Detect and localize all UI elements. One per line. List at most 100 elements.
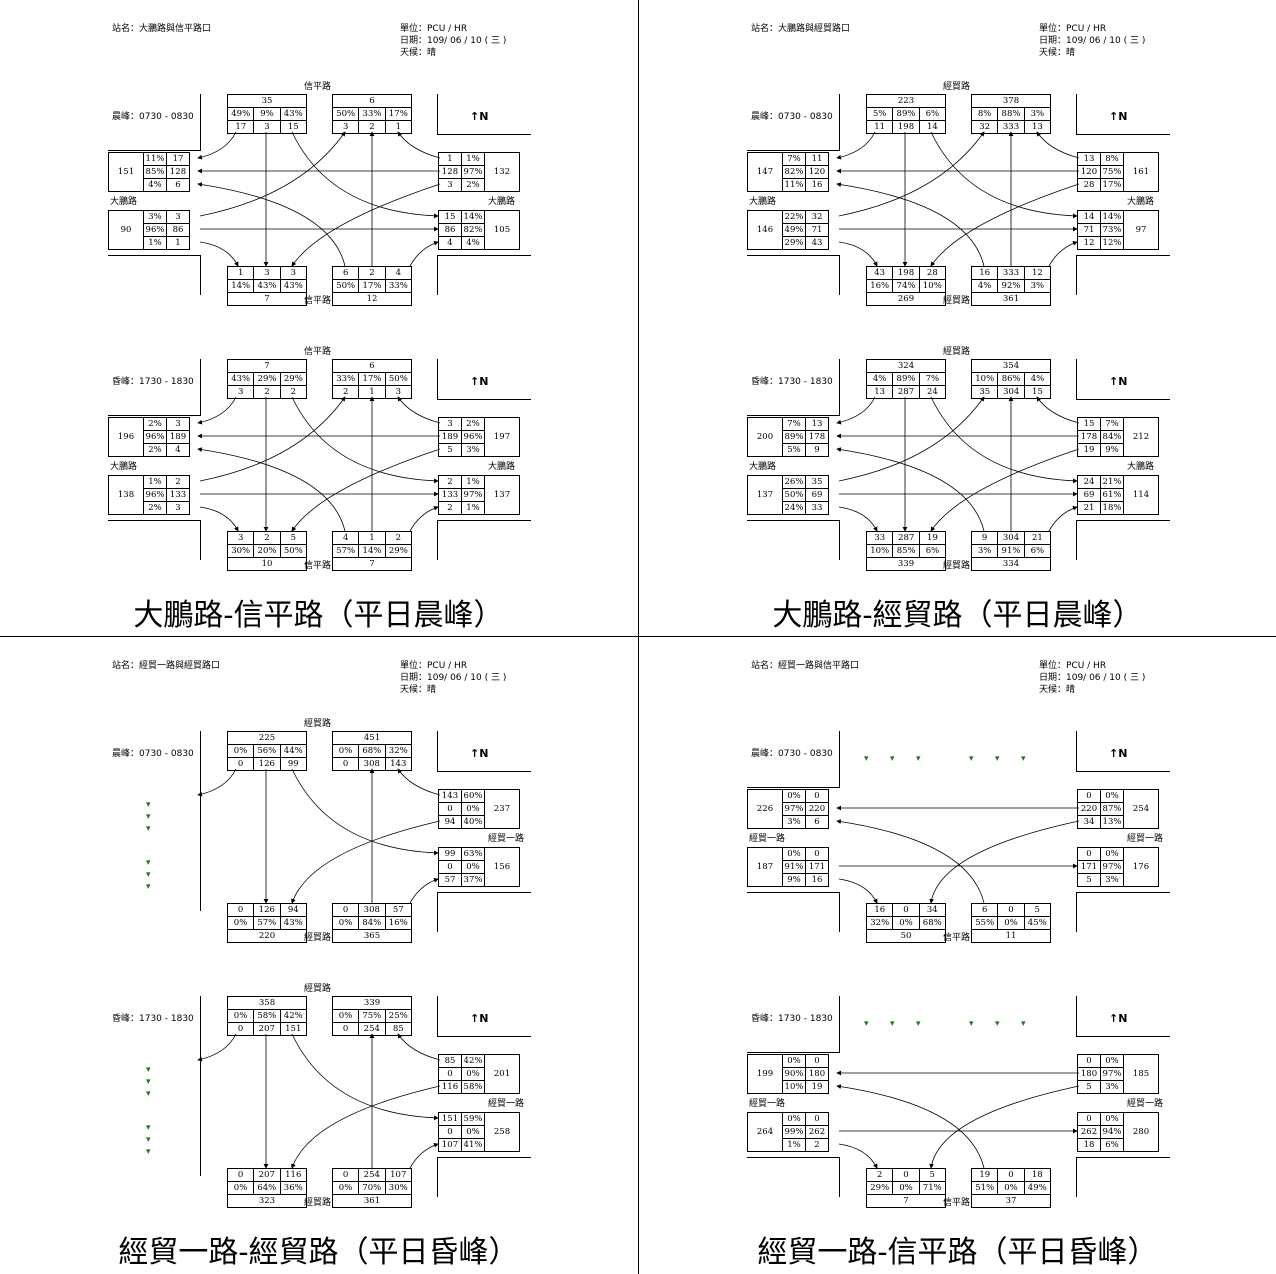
tick-mark: ▾ <box>146 1135 151 1145</box>
turn-cell: 28 <box>1077 178 1101 192</box>
turn-volume: 43 <box>865 266 894 280</box>
turn-cell: 86 <box>438 223 462 237</box>
turn-volume: 333 <box>997 120 1025 134</box>
turn-cell: 5% <box>782 443 806 457</box>
road-edge <box>200 255 201 295</box>
period-label: 晨峰：0730 - 0830 <box>112 749 194 759</box>
turn-volume: 9 <box>970 531 999 545</box>
turn-cell: 1% <box>461 152 485 166</box>
flow-arrow <box>397 768 441 796</box>
approach-total: 378 <box>971 94 1051 108</box>
turn-cell: 11% <box>782 178 806 192</box>
turn-cell: 262 <box>805 1125 829 1139</box>
turn-volume: 254 <box>358 1168 386 1182</box>
flow-arrow <box>197 131 237 160</box>
north-arrow: ↑N <box>470 375 489 388</box>
turn-cell: 171 <box>805 860 829 874</box>
approach-total: 212 <box>1123 417 1159 457</box>
east-road-name: 經貿一路 <box>488 1099 525 1109</box>
approach-total: 258 <box>484 1112 520 1152</box>
turn-cell: 143 <box>438 789 462 803</box>
turn-cell: 4 <box>166 443 190 457</box>
turn-cell: 2 <box>438 501 462 515</box>
turn-cell: 22% <box>782 210 806 224</box>
road-edge <box>839 892 840 932</box>
turn-cell: 0 <box>438 1067 462 1081</box>
turn-volume: 33 <box>865 531 894 545</box>
turn-cell: 6 <box>166 178 190 192</box>
turn-volume: 198 <box>892 266 920 280</box>
turn-percent: 6% <box>1023 544 1052 558</box>
turn-cell: 3% <box>461 443 485 457</box>
turn-cell: 2 <box>438 475 462 489</box>
turn-percent: 33% <box>358 107 386 121</box>
panel-title: 大鵬路-信平路（平日晨峰） <box>133 598 504 633</box>
road-edge <box>839 1157 840 1197</box>
road-edge <box>839 255 840 295</box>
flow-arrow <box>199 241 239 267</box>
turn-cell: 3 <box>166 210 190 224</box>
period-label: 昏峰：1730 - 1830 <box>751 377 833 387</box>
turn-cell: 90% <box>782 1067 806 1081</box>
turn-cell: 1% <box>461 475 485 489</box>
turn-percent: 36% <box>279 1181 308 1195</box>
turn-cell: 91% <box>782 860 806 874</box>
flow-arrow <box>199 396 346 482</box>
turn-volume: 0 <box>226 757 255 771</box>
turn-cell: 50% <box>782 488 806 502</box>
turn-volume: 16 <box>970 266 999 280</box>
road-edge <box>437 996 438 1036</box>
turn-cell: 0 <box>805 1112 829 1126</box>
turn-volume: 5 <box>1023 903 1052 917</box>
turn-volume: 6 <box>331 266 360 280</box>
turn-percent: 29% <box>865 1181 894 1195</box>
turn-cell: 69 <box>1077 488 1101 502</box>
turn-cell: 58% <box>461 1080 485 1094</box>
turn-percent: 16% <box>865 279 894 293</box>
road-edge <box>200 94 201 150</box>
approach-total: 225 <box>227 731 307 745</box>
road-edge <box>437 1157 438 1197</box>
tick-mark: ▾ <box>146 882 151 892</box>
turn-cell: 2% <box>143 501 167 515</box>
turn-percent: 0% <box>226 1009 255 1023</box>
flow-arrow <box>291 1085 441 1169</box>
road-edge <box>200 731 201 911</box>
approach-total: 254 <box>1123 789 1159 829</box>
turn-percent: 32% <box>865 916 894 930</box>
north-arrow: ↑N <box>1109 375 1128 388</box>
turn-volume: 3 <box>226 385 255 399</box>
turn-percent: 25% <box>384 1009 413 1023</box>
turn-percent: 7% <box>918 372 947 386</box>
turn-cell: 0 <box>438 802 462 816</box>
turn-volume: 2 <box>253 385 281 399</box>
north-arrow: ↑N <box>1109 747 1128 760</box>
turn-volume: 2 <box>358 120 386 134</box>
turn-percent: 10% <box>970 372 999 386</box>
turn-cell: 5 <box>1077 1080 1101 1094</box>
turn-cell: 15 <box>1077 417 1101 431</box>
turn-percent: 57% <box>253 916 281 930</box>
turn-percent: 43% <box>253 279 281 293</box>
turn-cell: 128 <box>438 165 462 179</box>
west-road-name: 大鵬路 <box>110 462 138 472</box>
turn-cell: 0 <box>805 847 829 861</box>
tick-mark: ▾ <box>1021 754 1026 764</box>
turn-percent: 74% <box>892 279 920 293</box>
tick-mark: ▾ <box>146 870 151 880</box>
turn-percent: 89% <box>892 372 920 386</box>
turn-cell: 21 <box>1077 501 1101 515</box>
flow-arrow <box>291 396 439 484</box>
turn-cell: 0% <box>461 860 485 874</box>
road-edge <box>747 150 840 151</box>
turn-cell: 120 <box>1077 165 1101 179</box>
east-road-name: 經貿一路 <box>488 834 525 844</box>
road-edge <box>200 520 201 560</box>
road-edge <box>1076 520 1170 521</box>
